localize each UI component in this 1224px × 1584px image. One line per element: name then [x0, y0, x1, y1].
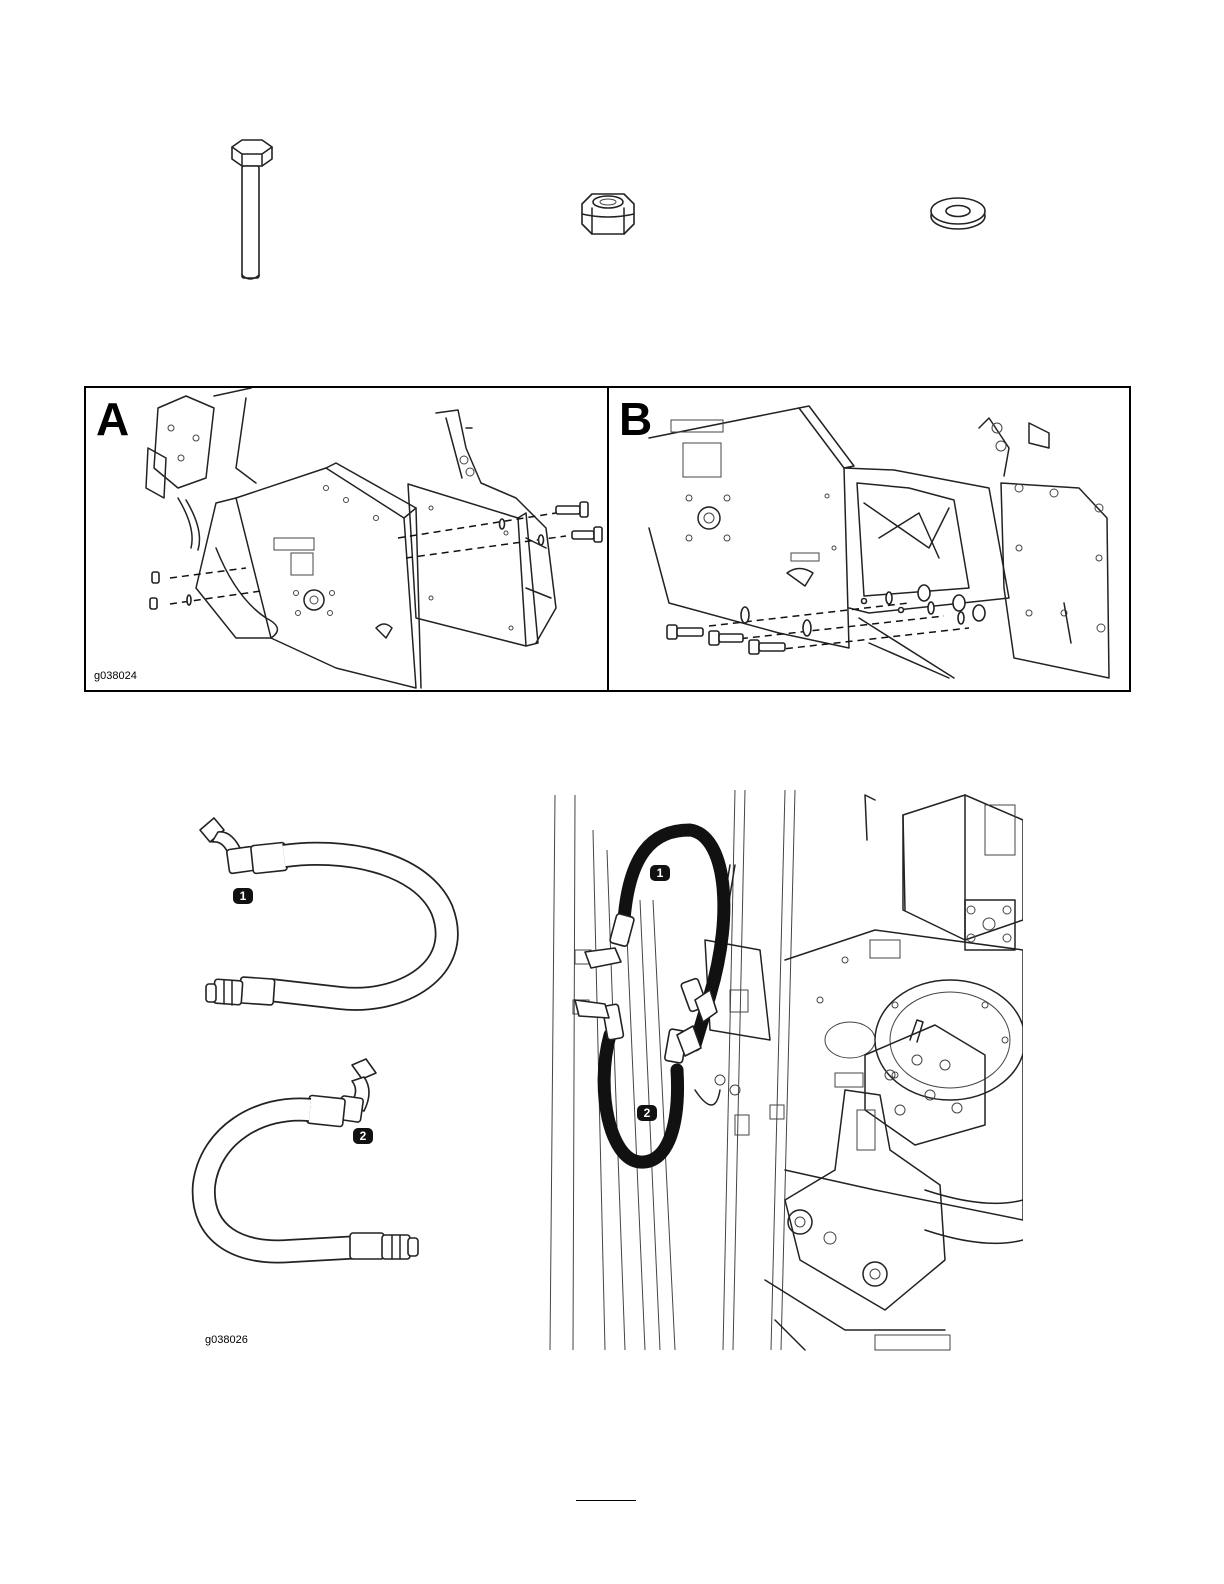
hose-1-callout: 1 [233, 888, 253, 904]
figure-panel-b: B [607, 386, 1131, 692]
lock-nut-icon [578, 190, 638, 238]
figure-code-hoses: g038026 [205, 1334, 248, 1346]
hose-2-illustration [180, 1055, 480, 1305]
figure-code-mount: g038024 [94, 670, 137, 682]
hardware-row [0, 120, 1224, 300]
hose-1-illustration [180, 790, 480, 1030]
machine-drawing [545, 790, 1023, 1355]
footer-rule [576, 1500, 636, 1501]
hose-2-callout: 2 [353, 1128, 373, 1144]
machine-hose-illustration: 1 2 [545, 790, 1023, 1355]
panel-a-illustration [86, 388, 609, 692]
flat-washer-icon [928, 196, 988, 232]
panel-b-illustration [609, 388, 1131, 692]
photo-callout-2: 2 [637, 1105, 657, 1121]
photo-callout-1: 1 [650, 865, 670, 881]
hex-bolt-icon [220, 135, 280, 285]
figure-hoses: 1 2 g038026 [180, 790, 500, 1360]
figure-panel-a: A [84, 386, 609, 692]
